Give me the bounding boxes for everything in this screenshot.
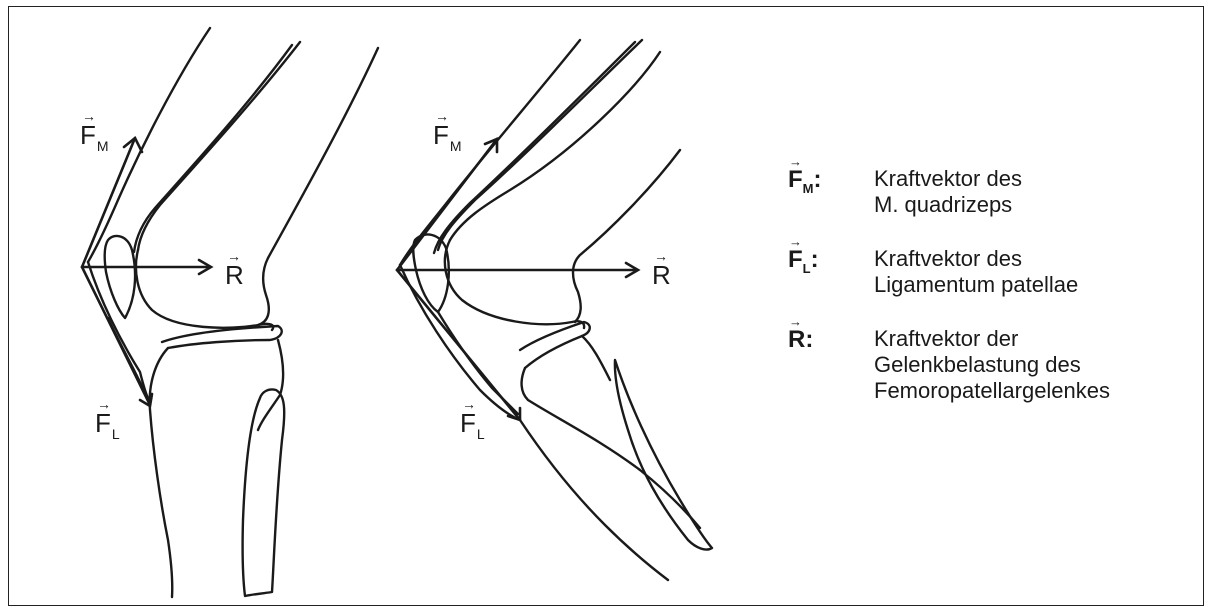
vector-accent: →: [789, 234, 800, 249]
legend-item-r: →R: Kraftvektor der Gelenkbelastung des …: [788, 320, 1188, 400]
legend-item-fl: →FL: Kraftvektor des Ligamentum patellae: [788, 240, 1188, 320]
left-r-label: →R: [225, 262, 244, 288]
left-patella: [105, 236, 135, 318]
legend-item-fm: →FM: Kraftvektor des M. quadrizeps: [788, 160, 1188, 240]
right-tibia-head: [582, 336, 610, 380]
left-fm-arrow: [82, 138, 135, 267]
left-tibial-plateau: [162, 326, 282, 348]
vector-accent: →: [435, 109, 447, 123]
left-tibia-back: [258, 340, 283, 430]
right-femoral-condyle: [445, 240, 584, 328]
vector-accent: →: [789, 314, 800, 329]
vector-accent: →: [97, 397, 109, 411]
legend: →FM: Kraftvektor des M. quadrizeps →FL: …: [788, 160, 1188, 400]
vector-accent: →: [227, 249, 239, 263]
right-patellar-ligament-inner: [438, 312, 518, 414]
legend-symbol: →FL:: [788, 246, 819, 274]
left-fm-label: →FM: [80, 122, 108, 148]
vector-accent: →: [462, 397, 474, 411]
right-fm-label: →FM: [433, 122, 461, 148]
right-femur-back: [573, 150, 680, 322]
right-femur-fold: [450, 52, 660, 240]
right-r-label: →R: [652, 262, 671, 288]
left-femur-front-outer: [138, 42, 300, 250]
left-tibia-front: [150, 348, 173, 597]
left-knee-drawing: [82, 28, 378, 597]
vector-accent: →: [654, 249, 666, 263]
right-tibia-back: [522, 368, 700, 528]
left-femur-back: [258, 48, 378, 325]
right-tibia-front: [520, 420, 668, 580]
legend-description: Kraftvektor der Gelenkbelastung des Femo…: [874, 326, 1110, 404]
legend-symbol: →R:: [788, 326, 813, 354]
vector-accent: →: [82, 109, 94, 123]
legend-description: Kraftvektor des M. quadrizeps: [874, 166, 1022, 218]
left-fl-label: →FL: [95, 410, 119, 436]
vector-accent: →: [789, 154, 800, 169]
right-fl-arrow: [397, 270, 520, 420]
right-fibula: [615, 360, 712, 550]
right-tibial-plateau: [520, 322, 590, 368]
left-femur-front-inner: [134, 45, 292, 252]
legend-symbol: →FM:: [788, 166, 822, 194]
legend-description: Kraftvektor des Ligamentum patellae: [874, 246, 1078, 298]
right-fl-label: →FL: [460, 410, 484, 436]
